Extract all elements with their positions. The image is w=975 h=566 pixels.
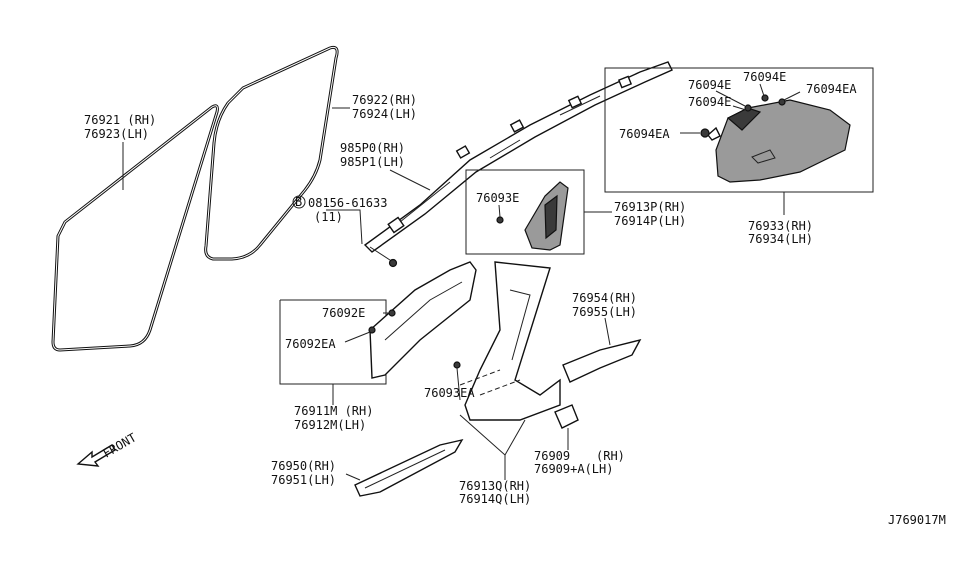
label-76955: 76955(LH)	[572, 305, 637, 319]
leader-08156	[326, 209, 363, 245]
leader-76094E-b	[759, 83, 765, 97]
box-76911M	[279, 299, 387, 385]
label-76911M: 76911M (RH)	[294, 404, 373, 418]
front-door-weatherstrip[interactable]	[51, 104, 219, 352]
label-985P1: 985P1(LH)	[340, 155, 405, 169]
label-76909-rh: (RH)	[596, 449, 625, 463]
leader-76094E-c	[732, 105, 747, 111]
center-pillar-upper-trim[interactable]	[524, 181, 569, 251]
clip-76093E[interactable]	[496, 216, 504, 224]
rear-quarter-trim[interactable]	[707, 99, 851, 183]
label-76093E: 76093E	[476, 191, 519, 205]
label-76094E-b: 76094E	[743, 70, 786, 84]
label-76951: 76951(LH)	[271, 473, 336, 487]
label-985P0: 985P0(RH)	[340, 141, 405, 155]
clip-76092EA[interactable]	[368, 326, 376, 334]
label-08156-qty: (11)	[314, 210, 343, 224]
bolt-08156[interactable]	[369, 246, 398, 268]
label-76950: 76950(RH)	[271, 459, 336, 473]
label-76924: 76924(LH)	[352, 107, 417, 121]
circled-b-icon	[292, 195, 306, 209]
leader-76913Q	[459, 414, 526, 456]
center-pillar-lower-trim[interactable]	[459, 261, 561, 421]
label-76914P: 76914P(LH)	[614, 214, 686, 228]
clip-76093EA[interactable]	[453, 361, 461, 369]
leader-76950	[345, 473, 361, 481]
label-76913Q: 76913Q(RH)	[459, 479, 531, 493]
label-76094E-a: 76094E	[688, 78, 731, 92]
leader-76093E	[498, 204, 501, 218]
clip-76094E-a[interactable]	[744, 104, 752, 112]
label-76954: 76954(RH)	[572, 291, 637, 305]
leader-76094EA-b	[783, 91, 801, 101]
leader-76954	[604, 317, 611, 346]
curtain-airbag[interactable]	[363, 61, 673, 253]
front-kick-trim[interactable]	[369, 261, 477, 379]
label-76909: 76909	[534, 449, 570, 463]
box-76933	[604, 67, 874, 193]
label-76093EA: 76093EA	[424, 386, 475, 400]
leader-985P0	[389, 169, 431, 191]
diagram-id: J769017M	[888, 513, 946, 527]
leader-76092EA	[344, 331, 371, 343]
label-76922: 76922(RH)	[352, 93, 417, 107]
leader-76094E-a	[715, 90, 746, 107]
label-76914Q: 76914Q(LH)	[459, 492, 531, 506]
rear-kicking-plate[interactable]	[562, 338, 642, 383]
label-76923: 76923(LH)	[84, 127, 149, 141]
label-76921: 76921 (RH)	[84, 113, 156, 127]
label-76934: 76934(LH)	[748, 232, 813, 246]
label-76092E: 76092E	[322, 306, 365, 320]
label-76094EA-a: 76094EA	[619, 127, 670, 141]
label-76913P: 76913P(RH)	[614, 200, 686, 214]
arrow-left-down-icon	[76, 444, 116, 467]
clip-76094EA-a[interactable]	[700, 128, 710, 138]
front-kicking-plate[interactable]	[354, 438, 464, 497]
front-direction-label: FRONT	[101, 430, 139, 460]
bolt-symbol-label: B	[295, 195, 302, 209]
bracket-76909[interactable]	[554, 404, 579, 429]
box-76913P	[465, 169, 585, 255]
label-76933: 76933(RH)	[748, 219, 813, 233]
leader-76093EA	[456, 367, 461, 401]
clip-76094E-b[interactable]	[761, 94, 769, 102]
label-76912M: 76912M(LH)	[294, 418, 366, 432]
rear-door-weatherstrip[interactable]	[204, 46, 339, 261]
label-76092EA: 76092EA	[285, 337, 336, 351]
clip-76094EA-b[interactable]	[778, 98, 786, 106]
label-76094EA-b: 76094EA	[806, 82, 857, 96]
label-76909A: 76909+A(LH)	[534, 462, 613, 476]
label-76094E-c: 76094E	[688, 95, 731, 109]
label-08156: 08156-61633	[308, 196, 387, 210]
